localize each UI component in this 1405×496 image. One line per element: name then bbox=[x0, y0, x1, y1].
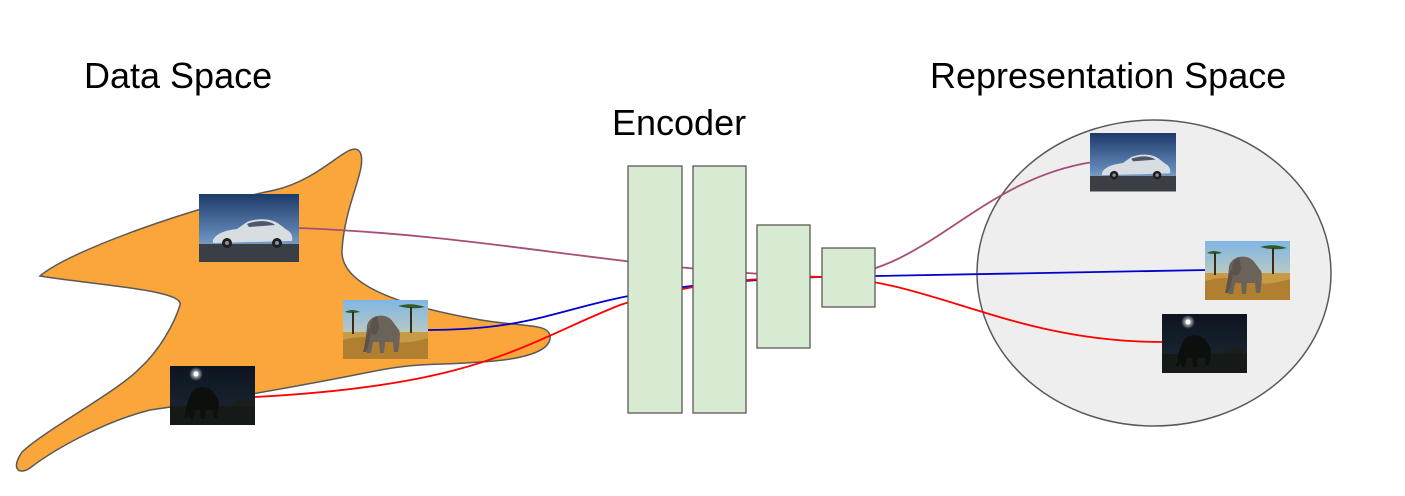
encoder-layer-3 bbox=[756, 224, 811, 349]
car-photo-icon bbox=[1090, 133, 1176, 192]
encoder-layer-1 bbox=[627, 165, 683, 414]
data-space-region bbox=[15, 148, 551, 472]
data-space-label: Data Space bbox=[84, 55, 272, 96]
elephant-savanna-photo-icon bbox=[343, 300, 428, 359]
elephant-night-photo-icon bbox=[170, 366, 255, 425]
elephant-savanna-photo-icon bbox=[1205, 241, 1290, 300]
elephant-night-photo-icon bbox=[1162, 314, 1247, 373]
encoder-layer-4 bbox=[821, 247, 876, 308]
encoder bbox=[627, 165, 876, 414]
encoder-layer-2 bbox=[692, 165, 747, 414]
representation-space-label: Representation Space bbox=[930, 55, 1286, 96]
car-photo-icon bbox=[199, 194, 299, 262]
encoder-label: Encoder bbox=[612, 102, 746, 143]
